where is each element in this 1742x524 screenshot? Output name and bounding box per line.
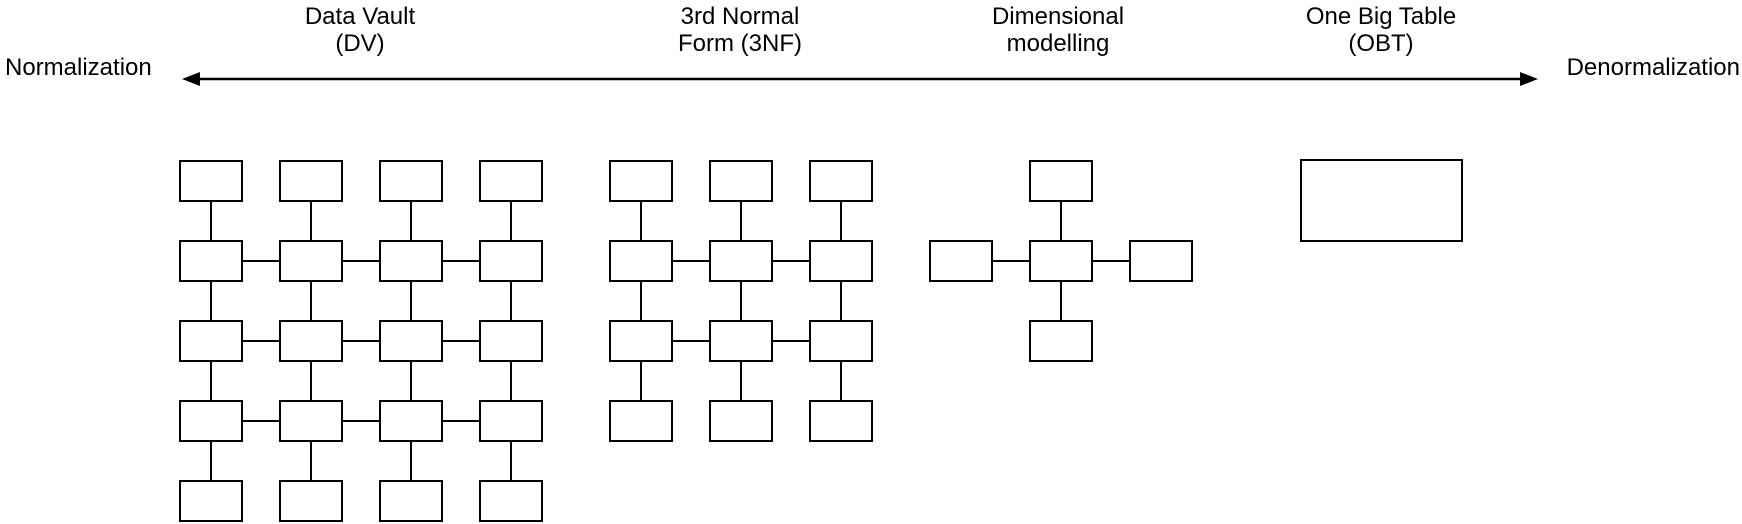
third-normal-form-schema-box bbox=[609, 400, 673, 442]
label-line-2: Form (3NF) bbox=[678, 30, 802, 57]
dimensional-model-schema-box bbox=[1029, 160, 1093, 202]
third-normal-form-schema-box bbox=[709, 240, 773, 282]
label-line-1: One Big Table bbox=[1305, 3, 1457, 30]
normalization-label: Normalization bbox=[5, 54, 152, 81]
data-vault-schema-box bbox=[179, 320, 243, 362]
data-vault-schema-box bbox=[479, 480, 543, 522]
data-vault-schema-box bbox=[479, 320, 543, 362]
label-data-vault: Data Vault (DV) bbox=[305, 3, 415, 57]
label-line-1: Data Vault bbox=[304, 3, 416, 30]
data-vault-schema-box bbox=[179, 480, 243, 522]
data-vault-schema-box bbox=[479, 240, 543, 282]
data-vault-schema-box bbox=[479, 400, 543, 442]
dimensional-model-schema-box bbox=[1029, 320, 1093, 362]
third-normal-form-schema-box bbox=[809, 160, 873, 202]
dimensional-model-schema-box bbox=[1129, 240, 1193, 282]
label-line-1: Dimensional bbox=[991, 3, 1125, 30]
data-vault-schema-box bbox=[279, 400, 343, 442]
dimensional-model-schema-box bbox=[1029, 240, 1093, 282]
third-normal-form-schema-box bbox=[709, 400, 773, 442]
label-line-2: (DV) bbox=[335, 30, 385, 57]
data-vault-schema-box bbox=[179, 400, 243, 442]
data-vault-schema-box bbox=[379, 160, 443, 202]
label-dimensional-modelling: Dimensional modelling bbox=[992, 3, 1124, 57]
third-normal-form-schema-box bbox=[709, 320, 773, 362]
third-normal-form-schema-box bbox=[809, 320, 873, 362]
arrowhead-right-icon bbox=[1520, 72, 1538, 86]
data-vault-schema-box bbox=[379, 320, 443, 362]
data-vault-schema-box bbox=[279, 320, 343, 362]
data-vault-schema-box bbox=[379, 240, 443, 282]
data-vault-schema-box bbox=[179, 240, 243, 282]
data-vault-schema-box bbox=[279, 160, 343, 202]
one-big-table-schema-box bbox=[1300, 159, 1463, 242]
data-vault-schema-box bbox=[379, 480, 443, 522]
label-line-2: (OBT) bbox=[1348, 30, 1414, 57]
label-line-1: 3rd Normal bbox=[680, 3, 800, 30]
denormalization-label: Denormalization bbox=[1566, 54, 1740, 81]
label-third-normal-form: 3rd Normal Form (3NF) bbox=[678, 3, 802, 57]
data-vault-schema-box bbox=[479, 160, 543, 202]
dimensional-model-schema-box bbox=[929, 240, 993, 282]
data-vault-schema-box bbox=[279, 480, 343, 522]
third-normal-form-schema-box bbox=[709, 160, 773, 202]
label-line-2: modelling bbox=[1006, 30, 1110, 57]
arrowhead-left-icon bbox=[182, 72, 200, 86]
third-normal-form-schema-box bbox=[609, 320, 673, 362]
third-normal-form-schema-box bbox=[609, 160, 673, 202]
third-normal-form-schema-box bbox=[809, 400, 873, 442]
third-normal-form-schema-box bbox=[609, 240, 673, 282]
data-vault-schema-box bbox=[179, 160, 243, 202]
data-vault-schema-box bbox=[379, 400, 443, 442]
third-normal-form-schema-box bbox=[809, 240, 873, 282]
label-one-big-table: One Big Table (OBT) bbox=[1306, 3, 1456, 57]
data-vault-schema-box bbox=[279, 240, 343, 282]
